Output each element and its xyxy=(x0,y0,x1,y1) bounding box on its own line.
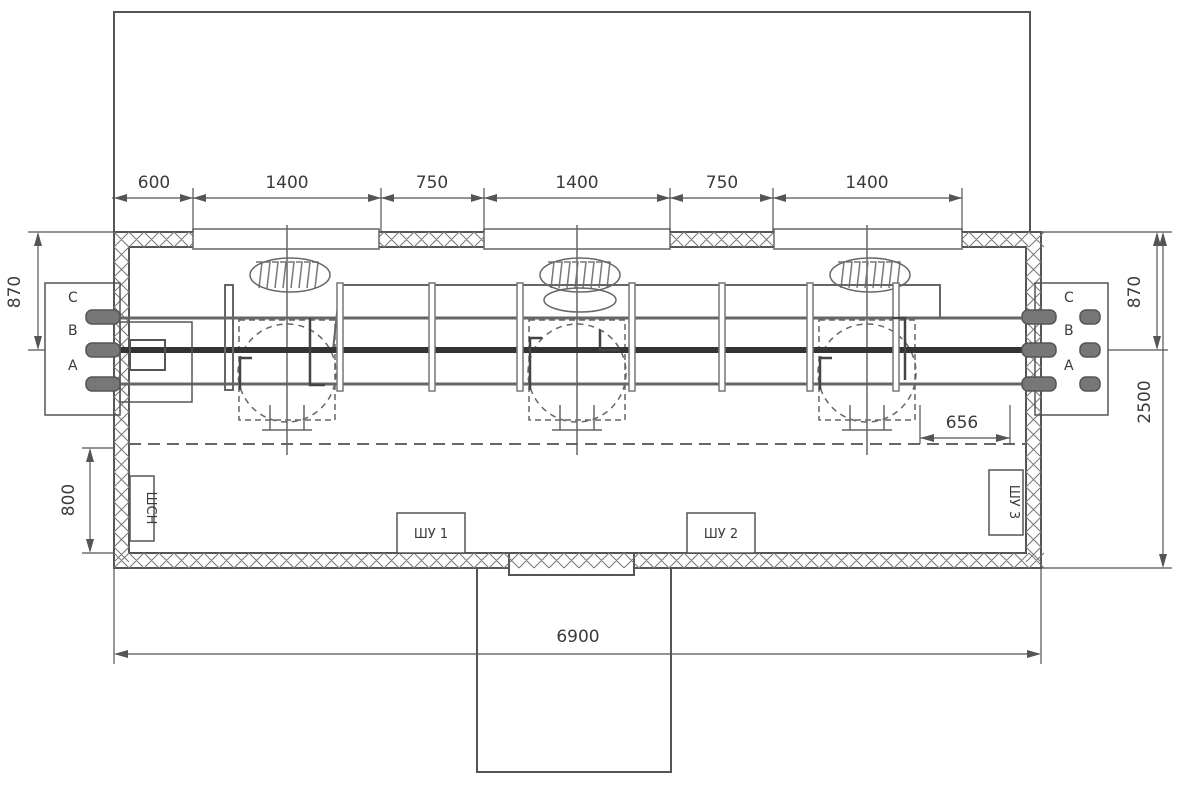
busbar-rails xyxy=(120,284,1022,391)
dimension-text: 600 xyxy=(138,173,170,193)
left-dimension-arrows xyxy=(34,232,94,553)
phase-label: C xyxy=(1064,290,1074,306)
busbar-support xyxy=(428,282,436,392)
dimension-text: 800 xyxy=(59,484,79,516)
unit-3 xyxy=(817,225,917,455)
dimension-text: 870 xyxy=(1125,276,1145,308)
dimension-text: 870 xyxy=(5,276,25,308)
left-dimensions xyxy=(28,231,114,554)
busbar-support xyxy=(628,282,636,392)
dimension-text: 750 xyxy=(416,173,448,193)
dimension-text: 1400 xyxy=(845,173,888,193)
cabinet-label-shu3: ШУ 3 xyxy=(1006,485,1021,519)
phase-label: C xyxy=(68,290,78,306)
busbar-taps xyxy=(238,316,907,390)
cabinet-label-shu1: ШУ 1 xyxy=(414,527,448,542)
right-dimensions xyxy=(1041,231,1172,569)
cabinet-label-shu2: ШУ 2 xyxy=(704,527,738,542)
top-dimension-arrows xyxy=(114,194,962,202)
busbar-support xyxy=(516,282,524,392)
dimension-text: 2500 xyxy=(1135,380,1155,423)
cabinets xyxy=(129,469,1024,554)
dimension-text: 656 xyxy=(946,413,978,433)
phase-label: B xyxy=(68,323,78,339)
dimension-text: 1400 xyxy=(555,173,598,193)
busbar-supports xyxy=(336,282,900,392)
dimension-text: 750 xyxy=(706,173,738,193)
bottom-dimension xyxy=(113,568,1042,664)
dimension-text: 6900 xyxy=(556,627,599,647)
cabinet-label-shsn: ШСН xyxy=(143,492,158,525)
unit-1 xyxy=(237,225,337,455)
unit-2 xyxy=(527,225,627,455)
cabinet-shu1 xyxy=(396,512,466,554)
top-openings xyxy=(192,228,963,250)
busbar-system xyxy=(120,282,1022,392)
phase-labels-right: C B A xyxy=(1064,290,1074,374)
right-dimension-arrows xyxy=(1153,232,1167,568)
dimension-text: 1400 xyxy=(265,173,308,193)
phase-label: B xyxy=(1064,323,1074,339)
top-dimension-chain xyxy=(112,188,963,232)
busbar-support xyxy=(336,282,344,392)
busbar-support xyxy=(718,282,726,392)
right-terminal-box xyxy=(1021,282,1109,416)
left-terminal-box xyxy=(44,282,193,416)
phase-label: A xyxy=(68,358,78,374)
phase-label: A xyxy=(1064,358,1074,374)
cabinet-shu3 xyxy=(988,469,1024,536)
inner-dimension xyxy=(919,405,1011,444)
top-dimension-texts: 600 1400 750 1400 750 1400 xyxy=(138,173,889,193)
cabinet-shsn xyxy=(129,475,155,542)
building-outline xyxy=(113,11,1031,773)
busbar-support xyxy=(806,282,814,392)
busbar-support xyxy=(892,282,900,392)
cabinet-shu2 xyxy=(686,512,756,554)
phase-labels-left: C B A xyxy=(68,290,78,374)
